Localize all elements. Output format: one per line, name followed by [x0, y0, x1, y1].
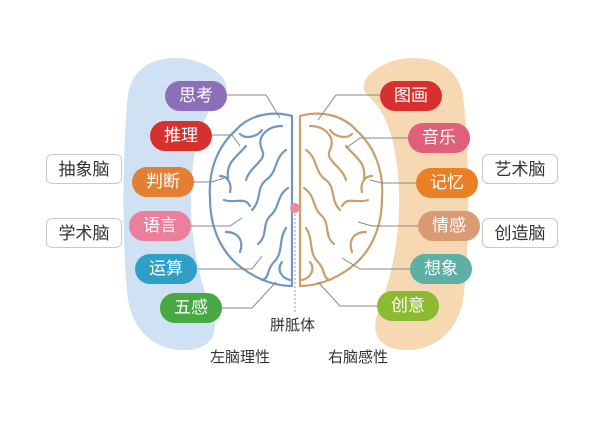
right-pill-music: 音乐 [408, 123, 470, 153]
left-connectors [190, 94, 281, 309]
tag-art-brain: 艺术脑 [482, 154, 558, 184]
caption-left-brain: 左脑理性 [210, 348, 271, 366]
right-pill-memory: 记忆 [416, 168, 478, 198]
right-hemisphere [298, 112, 384, 288]
left-hemisphere [208, 112, 294, 288]
tag-abstract-brain: 抽象脑 [46, 154, 122, 184]
left-pill-language: 语言 [129, 211, 191, 241]
left-pill-thinking: 思考 [165, 81, 227, 111]
right-pill-creativity: 创意 [377, 291, 439, 321]
caption-corpus-callosum: 胼胝体 [270, 316, 316, 334]
left-pill-five-senses: 五感 [160, 293, 222, 323]
right-connectors [317, 94, 418, 307]
left-pill-reasoning: 推理 [150, 121, 212, 151]
left-pill-calculation: 运算 [135, 254, 197, 284]
right-pill-emotion: 情感 [418, 211, 480, 241]
right-pill-picture: 图画 [380, 81, 442, 111]
left-pill-judgment: 判断 [132, 167, 194, 197]
caption-right-brain: 右脑感性 [328, 348, 389, 366]
right-pill-imagination: 想象 [410, 254, 472, 284]
tag-academic-brain: 学术脑 [46, 218, 122, 248]
tag-creative-brain: 创造脑 [482, 218, 558, 248]
corpus-dot [290, 203, 300, 213]
